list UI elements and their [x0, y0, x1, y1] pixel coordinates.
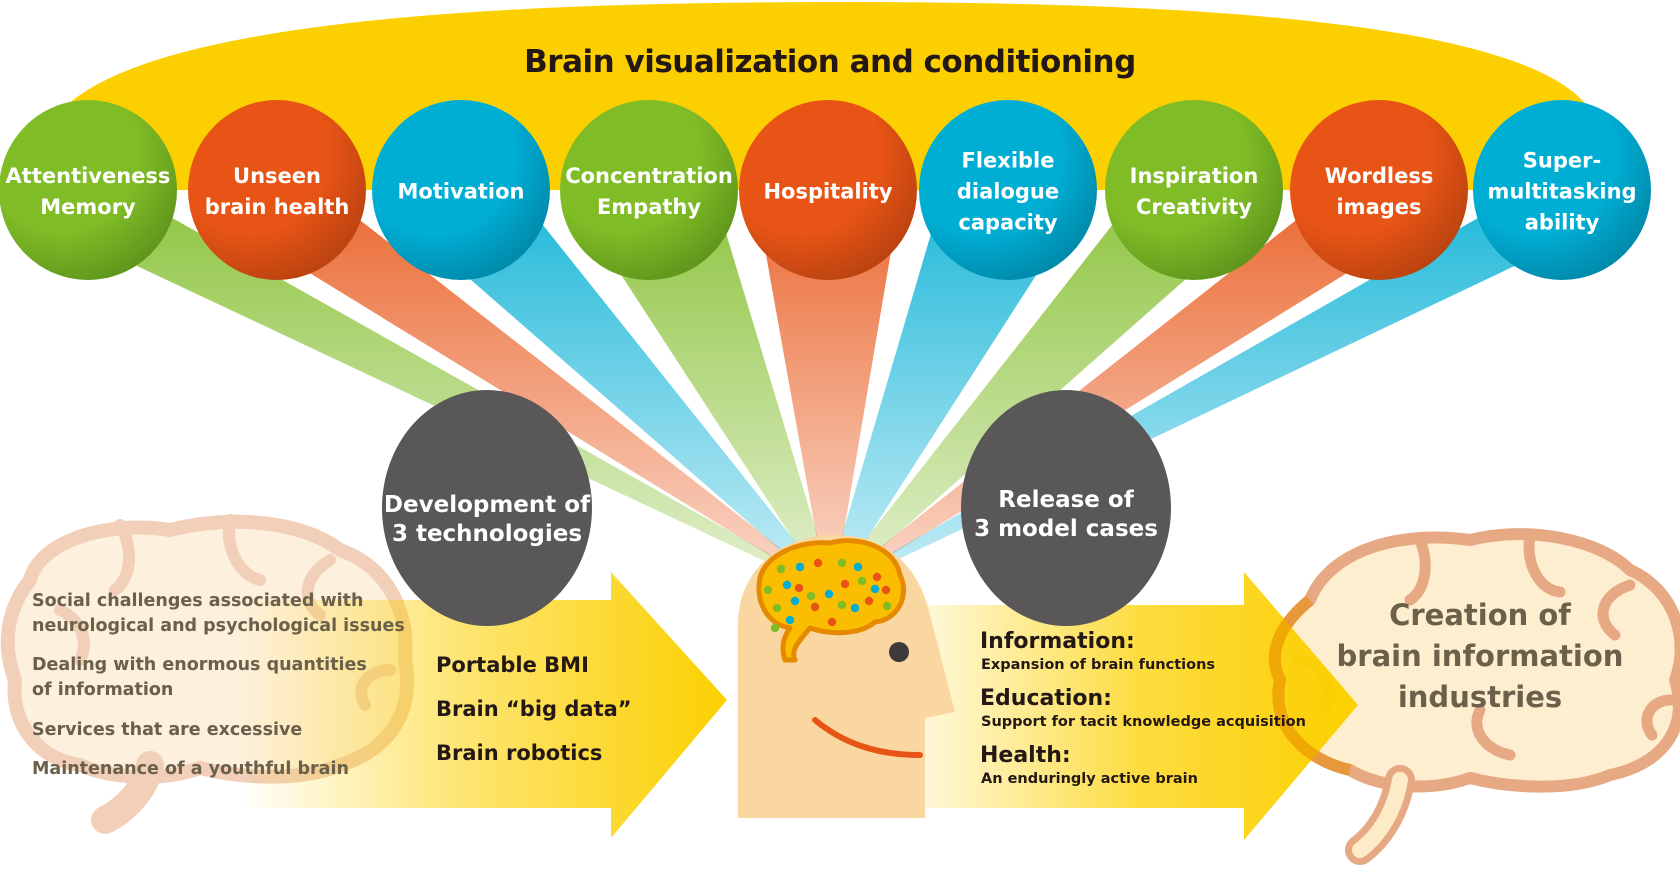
arrow-development	[240, 572, 727, 838]
light-beam	[391, 210, 834, 590]
brain-dot	[776, 564, 786, 574]
model-case-desc: Expansion of brain functions	[981, 657, 1216, 673]
brain-dot	[850, 603, 860, 613]
brain-dot	[837, 558, 847, 568]
release-circle	[961, 390, 1171, 626]
light-beam	[758, 210, 898, 590]
brain-dot	[790, 596, 800, 606]
brain-dot	[837, 600, 847, 610]
capability-label: Hospitality	[763, 179, 893, 204]
arrow-release	[925, 572, 1358, 840]
technology-item: Brain “big data”	[436, 697, 632, 721]
brain-dots	[763, 558, 892, 633]
capability-circle	[560, 100, 738, 280]
capability-label: Attentiveness Memory	[5, 164, 171, 219]
capability-circle	[372, 100, 550, 280]
capability-label: Unseen brain health	[204, 164, 350, 219]
technology-item: Portable BMI	[436, 653, 589, 677]
brain-dot	[864, 596, 874, 606]
capability-circles	[0, 100, 1651, 280]
head-eye	[889, 642, 909, 662]
social-challenge-item: Social challenges associated with neurol…	[32, 591, 405, 636]
capability-circle	[1473, 100, 1651, 280]
capability-label: Concentration Empathy	[565, 164, 733, 219]
brain-dot	[810, 602, 820, 612]
capability-circle	[919, 100, 1097, 280]
brain-dot	[785, 615, 795, 625]
brain-dot	[881, 585, 891, 595]
brain-dot	[872, 572, 882, 582]
social-challenge-item: Services that are excessive	[32, 720, 303, 740]
brain-dot	[795, 562, 805, 572]
development-label: Development of 3 technologies	[383, 492, 591, 547]
brain-dot	[857, 576, 867, 586]
capability-circle	[739, 100, 917, 280]
light-beam	[579, 210, 834, 590]
diagram-title: Brain visualization and conditioning	[524, 44, 1136, 80]
capability-circle	[0, 100, 177, 280]
brain-dot	[806, 591, 816, 601]
light-beam	[18, 210, 834, 590]
model-case-title: Health:	[980, 743, 1071, 768]
brain-dot	[763, 585, 773, 595]
model-case-title: Information:	[980, 629, 1135, 654]
capability-label: Inspiration Creativity	[1129, 164, 1259, 219]
social-challenge-item: Maintenance of a youthful brain	[32, 759, 349, 779]
capability-circle	[1105, 100, 1283, 280]
capability-label: Super- multitasking ability	[1487, 148, 1637, 235]
release-label: Release of 3 model cases	[974, 487, 1158, 542]
model-case-desc: Support for tacit knowledge acquisition	[981, 714, 1306, 730]
model-case-title: Education:	[980, 686, 1112, 711]
light-beam	[826, 210, 1078, 590]
capability-label: Motivation	[397, 179, 525, 204]
capability-label: Flexible dialogue capacity	[956, 148, 1060, 235]
brain-dot	[840, 579, 850, 589]
social-challenge-item: Dealing with enormous quantities of info…	[32, 655, 367, 700]
capability-label: Wordless images	[1324, 164, 1434, 219]
brain-dot	[827, 617, 837, 627]
head-smile	[812, 717, 923, 758]
right-brain-overlay	[1268, 595, 1352, 776]
capability-circle	[188, 100, 366, 280]
goal-label: Creation of brain information industries	[1336, 598, 1624, 714]
technology-item: Brain robotics	[436, 741, 603, 765]
model-case-desc: An enduringly active brain	[981, 771, 1198, 787]
light-beams	[18, 210, 1632, 590]
capability-circle	[1290, 100, 1468, 280]
brain-dot	[824, 589, 834, 599]
center-brain-icon	[756, 538, 907, 663]
development-circle	[382, 390, 592, 626]
brain-dot	[794, 583, 804, 593]
brain-dot	[813, 558, 823, 568]
brain-dot	[882, 601, 892, 611]
brain-dot	[782, 580, 792, 590]
brain-dot	[853, 562, 863, 572]
brain-dot	[870, 584, 880, 594]
brain-dot	[770, 623, 780, 633]
brain-dot	[772, 603, 782, 613]
